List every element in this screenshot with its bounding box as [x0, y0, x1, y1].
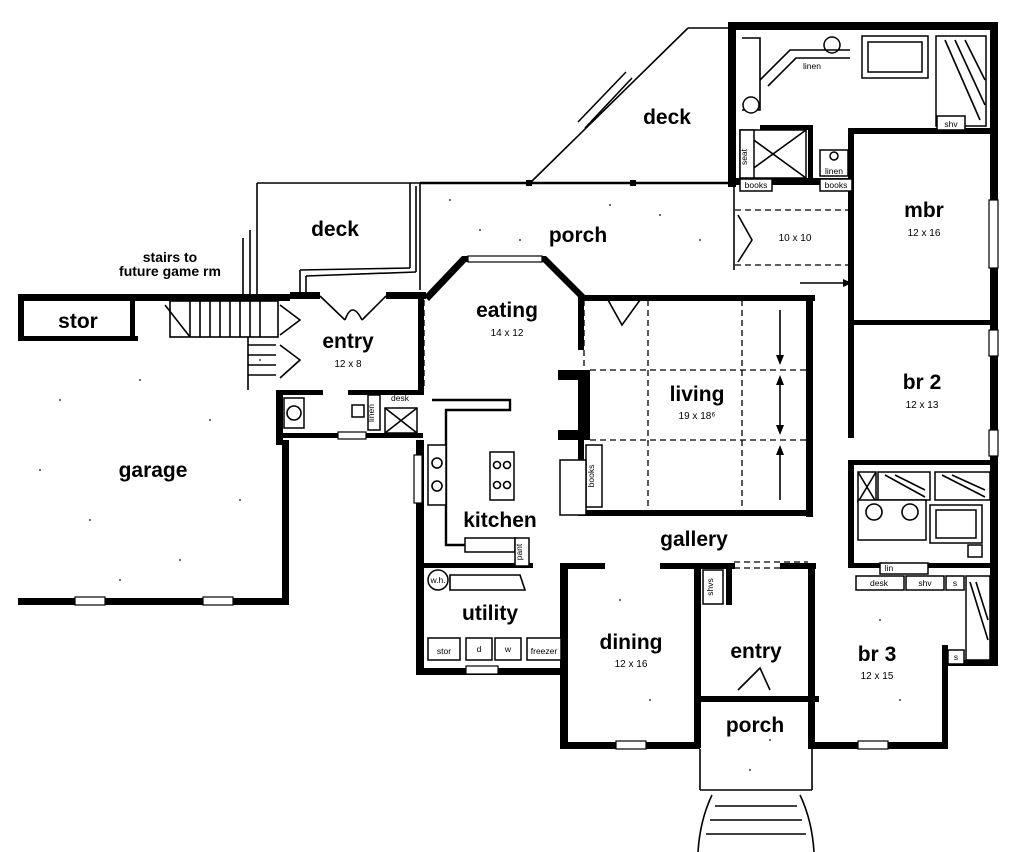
gallery-label: gallery — [660, 528, 728, 551]
books-living-label: books — [586, 465, 596, 488]
left-deck-outline — [242, 182, 420, 295]
desk-entry-label: desk — [391, 393, 410, 403]
living-arrows — [776, 279, 852, 500]
s-closet-label: s — [953, 578, 957, 588]
kitchen-fixtures — [427, 398, 530, 567]
books-right-label: books — [825, 180, 848, 190]
br2-label: br 2 — [903, 371, 942, 394]
br3-label: br 3 — [858, 643, 897, 666]
s-br3-label: s — [954, 652, 958, 662]
linen-entry-label: linen — [366, 404, 376, 422]
deck-left-label: deck — [311, 218, 359, 241]
dryer-label: d — [477, 644, 482, 654]
stairs-note-line1: stairs to — [143, 249, 197, 265]
kitchen-label: kitchen — [463, 509, 537, 532]
stairs-side — [164, 300, 279, 390]
books-left-label: books — [745, 180, 768, 190]
mbr-label: mbr — [904, 199, 944, 222]
upper-deck-outline — [529, 27, 730, 184]
deck-upper-label: deck — [643, 106, 691, 129]
shv-br3-label: shv — [918, 578, 932, 588]
pant-label: pant — [514, 543, 524, 560]
hall-10x10-dims: 10 x 10 — [779, 233, 812, 244]
hall-bath-fixtures — [702, 471, 991, 665]
lin-label: lin — [885, 563, 894, 573]
washer-label: w — [504, 644, 512, 654]
utility-label: utility — [462, 602, 518, 625]
entry-side-dims: 12 x 8 — [334, 359, 362, 370]
mbr-dims: 12 x 16 — [908, 228, 941, 239]
entry-front-label: entry — [730, 640, 782, 663]
freezer-label: freezer — [531, 646, 558, 656]
room-labels: deck deck porch stairs to future game rm… — [58, 106, 944, 737]
linen-closet-label: linen — [825, 166, 843, 176]
entry-side-label: entry — [322, 330, 374, 353]
porch-rear-label: porch — [549, 224, 607, 247]
wh-label: w.h. — [429, 575, 445, 585]
windows — [74, 199, 999, 750]
fixture-labels: linen seat books books linen shv linen d… — [366, 61, 958, 662]
garage-label: garage — [119, 459, 188, 482]
br2-dims: 12 x 13 — [906, 400, 939, 411]
seat-label: seat — [739, 148, 749, 165]
br3-dims: 12 x 15 — [861, 671, 894, 682]
stor-utility-label: stor — [437, 646, 451, 656]
living-label: living — [670, 383, 725, 406]
dining-dims: 12 x 16 — [615, 659, 648, 670]
porch-front-label: porch — [726, 714, 784, 737]
desk-br3-label: desk — [870, 578, 889, 588]
shvs-label: shvs — [705, 578, 715, 595]
front-steps — [697, 749, 815, 852]
living-dims: 19 x 18⁶ — [679, 411, 716, 422]
living-fixtures — [559, 444, 603, 516]
stairs-note-line2: future game rm — [119, 263, 221, 279]
shv-mbr-label: shv — [944, 119, 958, 129]
utility-fixtures — [427, 569, 562, 661]
eating-label: eating — [476, 299, 538, 322]
master-bath-fixtures — [739, 35, 987, 192]
entry-fixtures — [283, 394, 418, 434]
eating-dims: 14 x 12 — [491, 328, 524, 339]
stor-label: stor — [58, 310, 98, 333]
dining-label: dining — [600, 631, 663, 654]
stipple — [39, 199, 901, 771]
dashed-lines — [423, 129, 940, 569]
doors — [279, 214, 771, 691]
linen-bath-label: linen — [803, 61, 821, 71]
